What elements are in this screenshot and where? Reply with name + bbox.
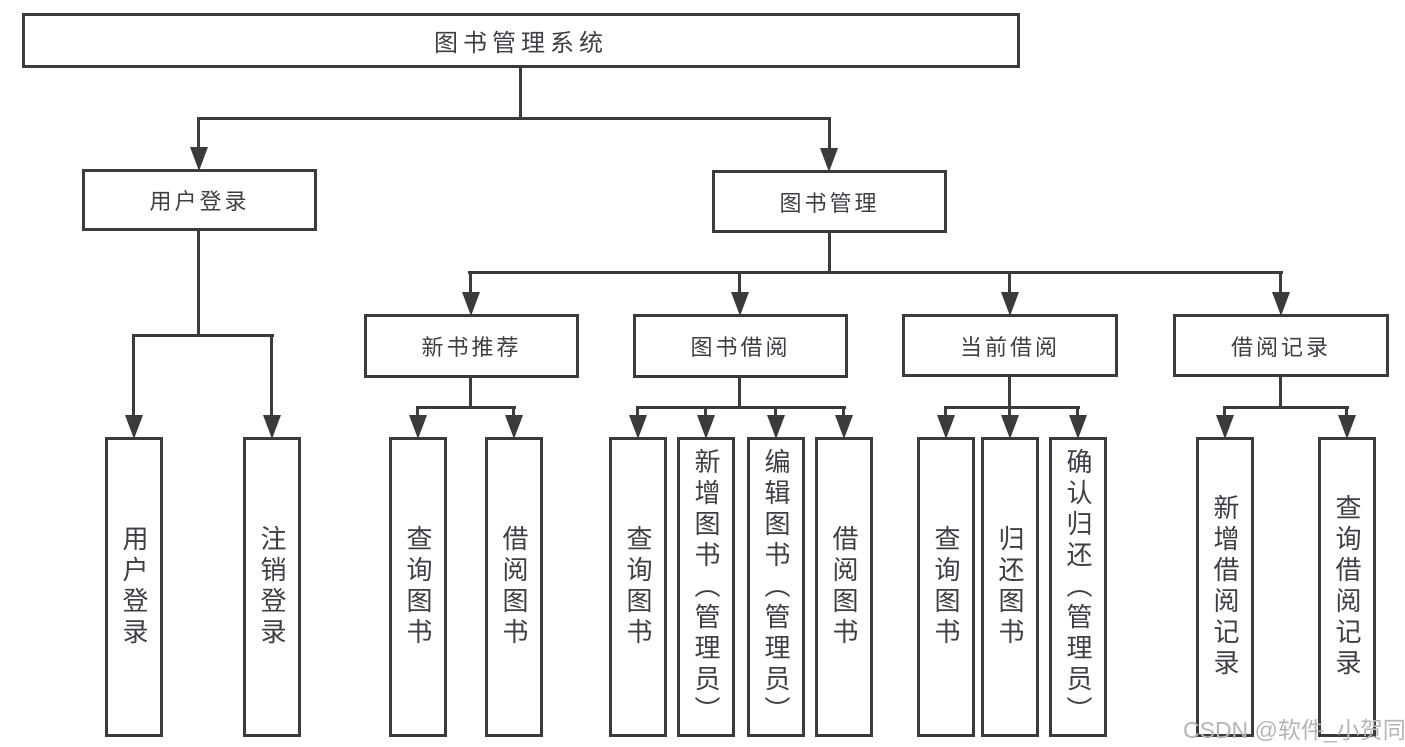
arrowhead-down-icon	[1338, 415, 1356, 439]
connector-line	[704, 406, 707, 418]
connector-line	[828, 233, 831, 274]
arrowhead-down-icon	[505, 415, 523, 439]
node-current-borrowing: 当前借阅	[902, 314, 1118, 377]
watermark-text: CSDN @软件_小贺同学	[1183, 717, 1405, 743]
leaf-query-books-current: 查询图书	[917, 437, 975, 737]
arrowhead-down-icon	[731, 292, 749, 316]
connector-line	[1279, 376, 1282, 409]
connector-line	[774, 406, 777, 418]
connector-line	[132, 334, 274, 337]
leaf-add-borrow-record: 新增借阅记录	[1196, 437, 1254, 737]
connector-line	[944, 406, 947, 418]
connector-line	[842, 406, 845, 418]
leaf-borrow-books-borrowing-label: 借阅图书	[829, 525, 859, 649]
leaf-borrow-books-borrowing: 借阅图书	[815, 437, 873, 737]
arrowhead-down-icon	[937, 415, 955, 439]
node-user-login: 用户登录	[82, 169, 317, 231]
leaf-query-books-current-label: 查询图书	[931, 525, 961, 649]
leaf-user-login-label: 用户登录	[119, 525, 149, 649]
connector-line	[1223, 406, 1349, 409]
node-book-management: 图书管理	[712, 170, 947, 233]
arrowhead-down-icon	[1069, 415, 1087, 439]
connector-line	[469, 271, 472, 293]
leaf-edit-book-admin: 编辑图书（管理员）	[747, 437, 805, 737]
arrowhead-down-icon	[190, 147, 208, 171]
leaf-borrow-books-recommend-label: 借阅图书	[499, 525, 529, 649]
leaf-confirm-return-admin: 确认归还（管理员）	[1049, 437, 1107, 737]
leaf-return-books-label: 归还图书	[995, 525, 1025, 649]
arrowhead-down-icon	[1001, 415, 1019, 439]
node-book-borrowing-label: 图书借阅	[690, 335, 791, 360]
node-new-book-recommend: 新书推荐	[364, 314, 579, 378]
leaf-query-books-borrowing: 查询图书	[609, 437, 667, 737]
connector-line	[1223, 406, 1226, 418]
arrowhead-down-icon	[629, 415, 647, 439]
leaf-logout: 注销登录	[243, 437, 301, 737]
connector-line	[132, 334, 135, 416]
connector-line	[270, 334, 273, 416]
connector-line	[636, 406, 639, 418]
node-book-management-label: 图书管理	[779, 190, 880, 216]
node-borrow-records-label: 借阅记录	[1230, 334, 1331, 360]
connector-line	[1279, 271, 1282, 293]
arrowhead-down-icon	[820, 148, 838, 172]
connector-line	[1008, 271, 1011, 293]
leaf-query-books-recommend: 查询图书	[389, 437, 447, 737]
leaf-query-borrow-record-label: 查询借阅记录	[1332, 494, 1362, 680]
leaf-edit-book-admin-label: 编辑图书（管理员）	[761, 447, 791, 727]
connector-line	[416, 406, 419, 418]
arrowhead-down-icon	[835, 415, 853, 439]
node-current-borrowing-label: 当前借阅	[959, 334, 1060, 360]
connector-line	[416, 406, 516, 409]
leaf-return-books: 归还图书	[981, 437, 1039, 737]
connector-line	[469, 378, 472, 409]
connector-line	[197, 117, 200, 148]
arrowhead-down-icon	[1216, 415, 1234, 439]
node-new-book-recommend-label: 新书推荐	[421, 335, 522, 360]
connector-line	[1076, 406, 1079, 418]
node-library-system: 图书管理系统	[22, 13, 1020, 68]
leaf-borrow-books-recommend: 借阅图书	[485, 437, 543, 737]
connector-line	[1008, 376, 1011, 409]
connector-line	[738, 378, 741, 409]
connector-line	[512, 406, 515, 418]
arrowhead-down-icon	[462, 292, 480, 316]
connector-line	[468, 271, 1283, 274]
arrowhead-down-icon	[1272, 292, 1290, 316]
connector-line	[519, 68, 522, 119]
leaf-query-books-recommend-label: 查询图书	[403, 525, 433, 649]
leaf-add-borrow-record-label: 新增借阅记录	[1210, 494, 1240, 680]
arrowhead-down-icon	[767, 415, 785, 439]
arrowhead-down-icon	[125, 415, 143, 439]
leaf-query-books-borrowing-label: 查询图书	[623, 525, 653, 649]
connector-line	[1345, 406, 1348, 418]
arrowhead-down-icon	[1001, 292, 1019, 316]
node-borrow-records: 借阅记录	[1173, 314, 1389, 377]
arrowhead-down-icon	[409, 415, 427, 439]
arrowhead-down-icon	[263, 415, 281, 439]
leaf-confirm-return-admin-label: 确认归还（管理员）	[1063, 447, 1093, 727]
connector-line	[1008, 406, 1011, 418]
connector-line	[944, 406, 1080, 409]
connector-line	[738, 271, 741, 293]
connector-line	[636, 406, 846, 409]
leaf-query-borrow-record: 查询借阅记录	[1318, 437, 1376, 737]
leaf-user-login: 用户登录	[105, 437, 163, 737]
node-library-system-label: 图书管理系统	[434, 30, 608, 57]
leaf-logout-label: 注销登录	[257, 525, 287, 649]
leaf-add-book-admin-label: 新增图书（管理员）	[691, 447, 721, 727]
node-book-borrowing: 图书借阅	[633, 314, 848, 378]
connector-line	[197, 231, 200, 337]
arrowhead-down-icon	[697, 415, 715, 439]
node-user-login-label: 用户登录	[149, 189, 250, 214]
connector-line	[197, 117, 831, 120]
connector-line	[828, 117, 831, 149]
leaf-add-book-admin: 新增图书（管理员）	[677, 437, 735, 737]
